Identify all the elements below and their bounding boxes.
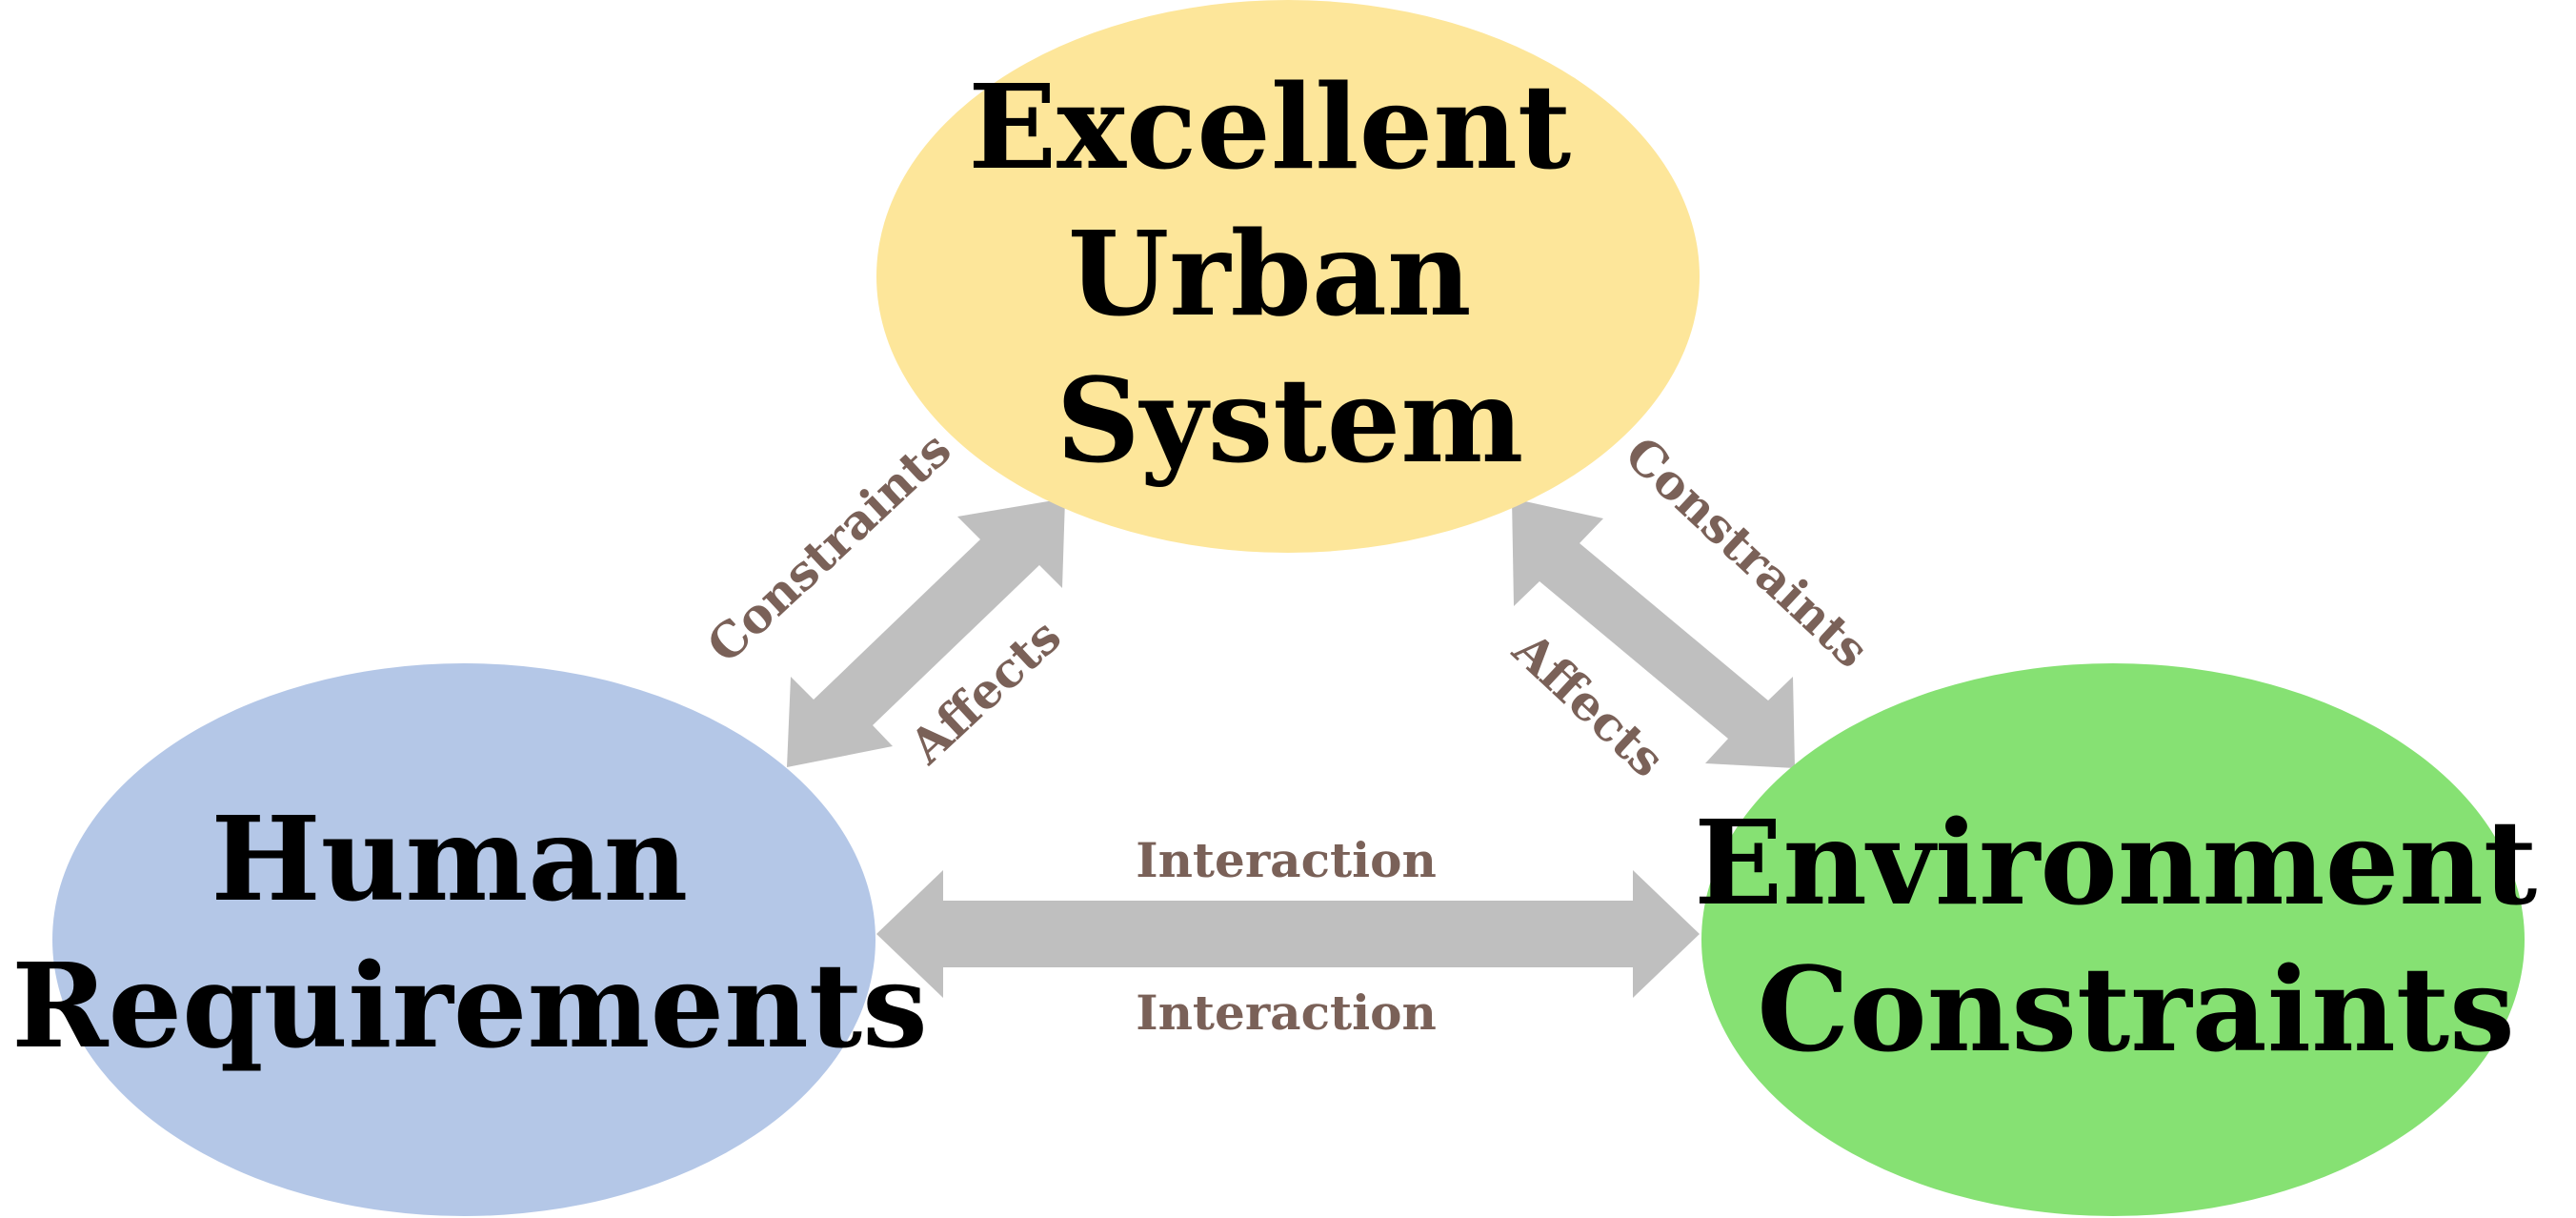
node-top-ellipse	[876, 0, 1700, 553]
node-right-ellipse	[1701, 663, 2525, 1216]
node-right-line-2: Constraints	[1757, 941, 2515, 1078]
bottom-double-arrow	[876, 870, 1700, 998]
right-double-arrow	[1512, 498, 1795, 768]
node-top: Excellent Urban System	[876, 0, 1700, 553]
node-left-line-1: Human	[211, 790, 688, 927]
node-right-label: Environment Constraints	[1694, 794, 2576, 1078]
node-left-ellipse	[52, 663, 875, 1216]
node-right: Environment Constraints	[1694, 663, 2576, 1216]
node-top-line-1: Excellent	[968, 58, 1571, 195]
bottom-link-interaction-bottom-label: Interaction	[1136, 985, 1437, 1041]
node-left: Human Requirements	[11, 663, 928, 1216]
left-double-arrow	[787, 498, 1065, 767]
node-top-line-2: Urban	[1068, 205, 1472, 342]
node-top-line-3: System	[1057, 352, 1524, 489]
node-left-line-2: Requirements	[11, 937, 928, 1074]
arrows	[787, 498, 1795, 998]
node-right-line-1: Environment	[1694, 794, 2537, 931]
bottom-link-interaction-top-label: Interaction	[1136, 832, 1437, 888]
node-left-label: Human Requirements	[11, 790, 928, 1074]
node-top-label: Excellent Urban System	[968, 58, 1611, 489]
